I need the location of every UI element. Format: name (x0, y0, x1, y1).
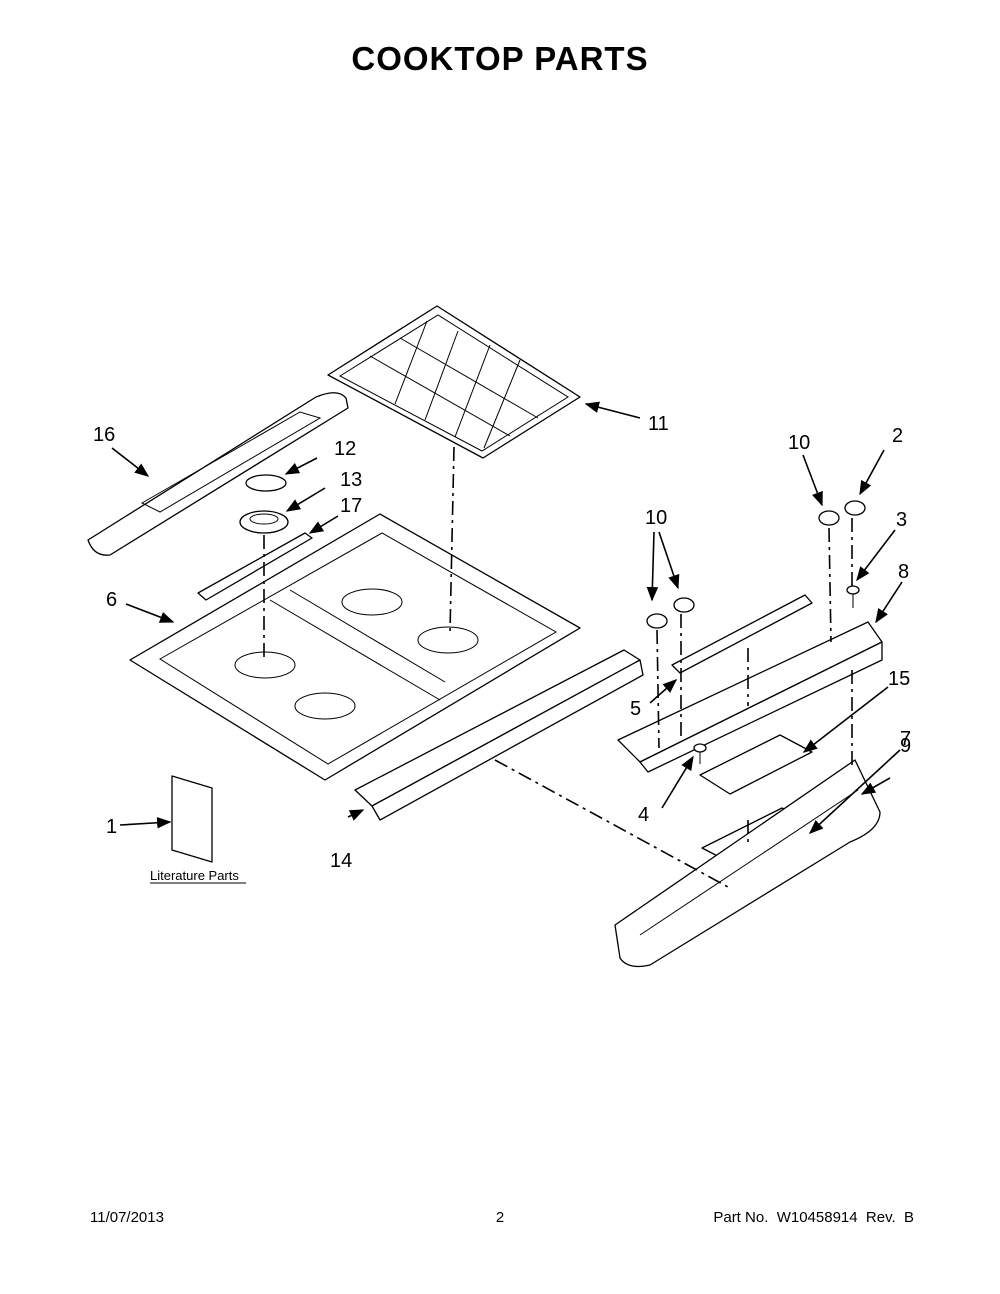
front-trim-part-9 (614, 759, 881, 968)
burner-cap-part-12 (245, 474, 287, 492)
callout-7: 7 (900, 728, 911, 750)
callout-9: 9 (900, 735, 911, 757)
callout-arrows (111, 401, 903, 834)
callout-17: 17 (340, 495, 362, 517)
manifold-bracket-part-14 (354, 649, 644, 821)
cooktop-part-6 (129, 513, 581, 781)
callout-12: 12 (334, 438, 356, 460)
bracket-part-17 (197, 532, 313, 601)
literature-part-1 (171, 775, 213, 863)
knob-part-10 (646, 510, 840, 629)
screw-part-4 (693, 743, 707, 764)
footer-part-number: Part No. W10458914 Rev. B (713, 1209, 914, 1226)
callout-1: 1 (106, 816, 117, 838)
literature-parts-label: Literature Parts (150, 868, 239, 883)
callout-13: 13 (340, 469, 362, 491)
callout-14: 14 (330, 850, 352, 872)
control-panel-part-8 (617, 621, 883, 773)
control-plate-part-5 (671, 594, 813, 674)
page-title: COOKTOP PARTS (351, 40, 649, 77)
callout-10b: 10 (788, 432, 810, 454)
callout-4: 4 (638, 804, 649, 826)
callout-3: 3 (896, 509, 907, 531)
rear-trim-part-16 (87, 392, 349, 556)
control-board-part-15 (699, 734, 813, 795)
screw-part-3 (846, 585, 860, 608)
callout-11: 11 (648, 413, 669, 435)
callout-5: 5 (630, 698, 641, 720)
footer-date: 11/07/2013 (90, 1209, 164, 1226)
alignment-lines (263, 446, 853, 888)
knob-part-2 (844, 500, 866, 516)
callout-8: 8 (898, 561, 909, 583)
callout-6: 6 (106, 589, 117, 611)
callout-16: 16 (93, 424, 115, 446)
grate-part-11 (327, 305, 581, 459)
burner-base-part-13 (239, 510, 289, 534)
callout-15: 15 (888, 668, 910, 690)
callout-10a: 10 (645, 507, 667, 529)
footer-page-number: 2 (495, 1209, 505, 1226)
callout-2: 2 (892, 425, 903, 447)
